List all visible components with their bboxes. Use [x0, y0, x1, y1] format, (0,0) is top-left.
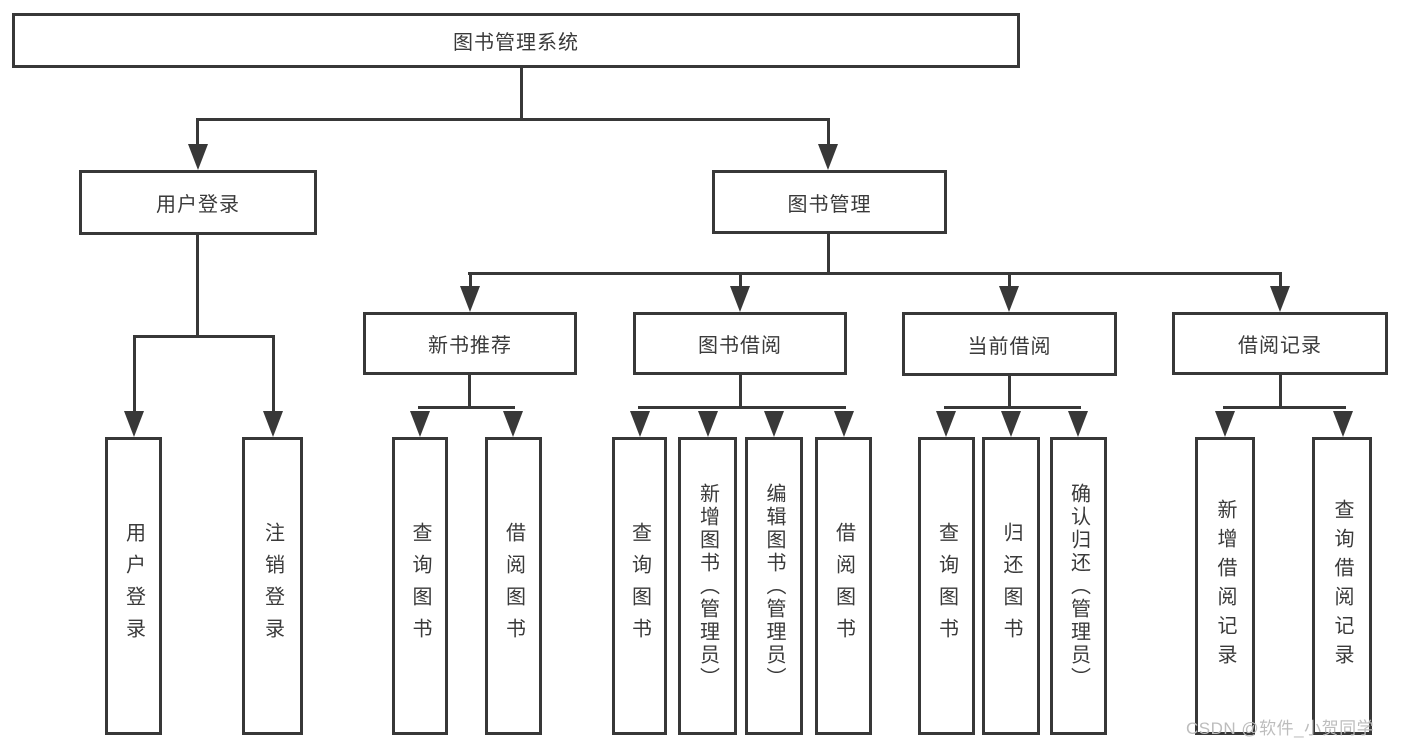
connector-book-mgmt-rail [468, 272, 1281, 275]
arrow-down-icon [1215, 411, 1235, 437]
arrow-down-icon [1270, 286, 1290, 312]
leaf-user-login: 用户登录 [105, 437, 162, 735]
arrow-down-icon [124, 411, 144, 437]
leaf-label: 查询借阅记录 [1331, 499, 1353, 673]
connector-book-borrow-stem [739, 375, 742, 409]
node-label: 用户登录 [156, 194, 240, 216]
leaf-label: 确认归还（管理员） [1067, 482, 1090, 690]
node-book-borrow: 图书借阅 [633, 312, 847, 375]
connector-borrow-record-rail [1223, 406, 1346, 409]
leaf-label: 借阅图书 [502, 522, 525, 650]
arrow-down-icon [818, 144, 838, 170]
connector-drop-current-borrow [1008, 272, 1011, 288]
node-current-borrow: 当前借阅 [902, 312, 1117, 376]
arrow-down-icon [188, 144, 208, 170]
arrow-down-icon [834, 411, 854, 437]
leaf-confirm-return-admin: 确认归还（管理员） [1050, 437, 1107, 735]
connector-borrow-record-stem [1279, 375, 1282, 409]
leaf-label: 新增借阅记录 [1214, 499, 1236, 673]
connector-new-book-rail [418, 406, 515, 409]
arrow-down-icon [410, 411, 430, 437]
leaf-label: 新增图书（管理员） [696, 482, 719, 690]
connector-current-borrow-rail [944, 406, 1081, 409]
connector-new-book-stem [468, 375, 471, 409]
arrow-down-icon [630, 411, 650, 437]
connector-drop-user-login [196, 118, 199, 146]
connector-drop-borrow-record [1279, 272, 1282, 288]
node-label: 借阅记录 [1238, 335, 1322, 357]
node-book-management: 图书管理 [712, 170, 947, 234]
connector-book-mgmt-stem [827, 234, 830, 274]
leaf-borrow-books-recommend: 借阅图书 [485, 437, 542, 735]
leaf-add-book-admin: 新增图书（管理员） [678, 437, 737, 735]
connector-current-borrow-stem [1008, 376, 1011, 409]
leaf-query-borrow-record: 查询借阅记录 [1312, 437, 1372, 735]
node-label: 图书管理 [787, 193, 872, 216]
connector-book-borrow-rail [638, 406, 846, 409]
leaf-logout: 注销登录 [242, 437, 303, 735]
leaf-query-books-recommend: 查询图书 [392, 437, 448, 735]
connector-drop-new-book [469, 272, 472, 288]
arrow-down-icon [999, 286, 1019, 312]
arrow-down-icon [503, 411, 523, 437]
leaf-label: 借阅图书 [832, 522, 855, 650]
connector-root-stem [520, 68, 523, 121]
arrow-down-icon [698, 411, 718, 437]
node-borrow-records: 借阅记录 [1172, 312, 1388, 375]
leaf-label: 归还图书 [1000, 522, 1022, 650]
connector-drop-book-borrow [739, 272, 742, 288]
leaf-return-book: 归还图书 [982, 437, 1040, 735]
leaf-label: 查询图书 [409, 522, 431, 650]
node-label: 当前借阅 [967, 335, 1052, 358]
leaf-query-books-borrow: 查询图书 [612, 437, 667, 735]
arrow-down-icon [1333, 411, 1353, 437]
leaf-edit-book-admin: 编辑图书（管理员） [745, 437, 803, 735]
leaf-label: 注销登录 [261, 522, 284, 650]
leaf-label: 查询图书 [935, 522, 958, 650]
connector-drop-book-management [827, 118, 830, 146]
connector-drop-logout-leaf [272, 335, 275, 413]
arrow-down-icon [1068, 411, 1088, 437]
leaf-query-books-current: 查询图书 [918, 437, 975, 735]
arrow-down-icon [460, 286, 480, 312]
connector-root-rail [196, 118, 830, 121]
connector-user-login-rail [133, 335, 275, 338]
connector-drop-login-leaf [133, 335, 136, 413]
connector-user-login-stem [196, 235, 199, 338]
csdn-watermark: CSDN @软件_小贺同学 [1186, 719, 1375, 738]
leaf-add-borrow-record: 新增借阅记录 [1195, 437, 1255, 735]
node-label: 新书推荐 [428, 335, 512, 357]
leaf-borrow-books: 借阅图书 [815, 437, 872, 735]
node-label: 图书借阅 [698, 335, 782, 357]
leaf-label: 编辑图书（管理员） [763, 482, 785, 690]
arrow-down-icon [1001, 411, 1021, 437]
arrow-down-icon [936, 411, 956, 437]
arrow-down-icon [764, 411, 784, 437]
leaf-label: 用户登录 [122, 522, 145, 650]
leaf-label: 查询图书 [628, 522, 651, 650]
node-new-book-recommend: 新书推荐 [363, 312, 577, 375]
arrow-down-icon [263, 411, 283, 437]
node-user-login: 用户登录 [79, 170, 317, 235]
node-label: 图书管理系统 [453, 32, 579, 54]
arrow-down-icon [730, 286, 750, 312]
node-root-library-system: 图书管理系统 [12, 13, 1020, 68]
